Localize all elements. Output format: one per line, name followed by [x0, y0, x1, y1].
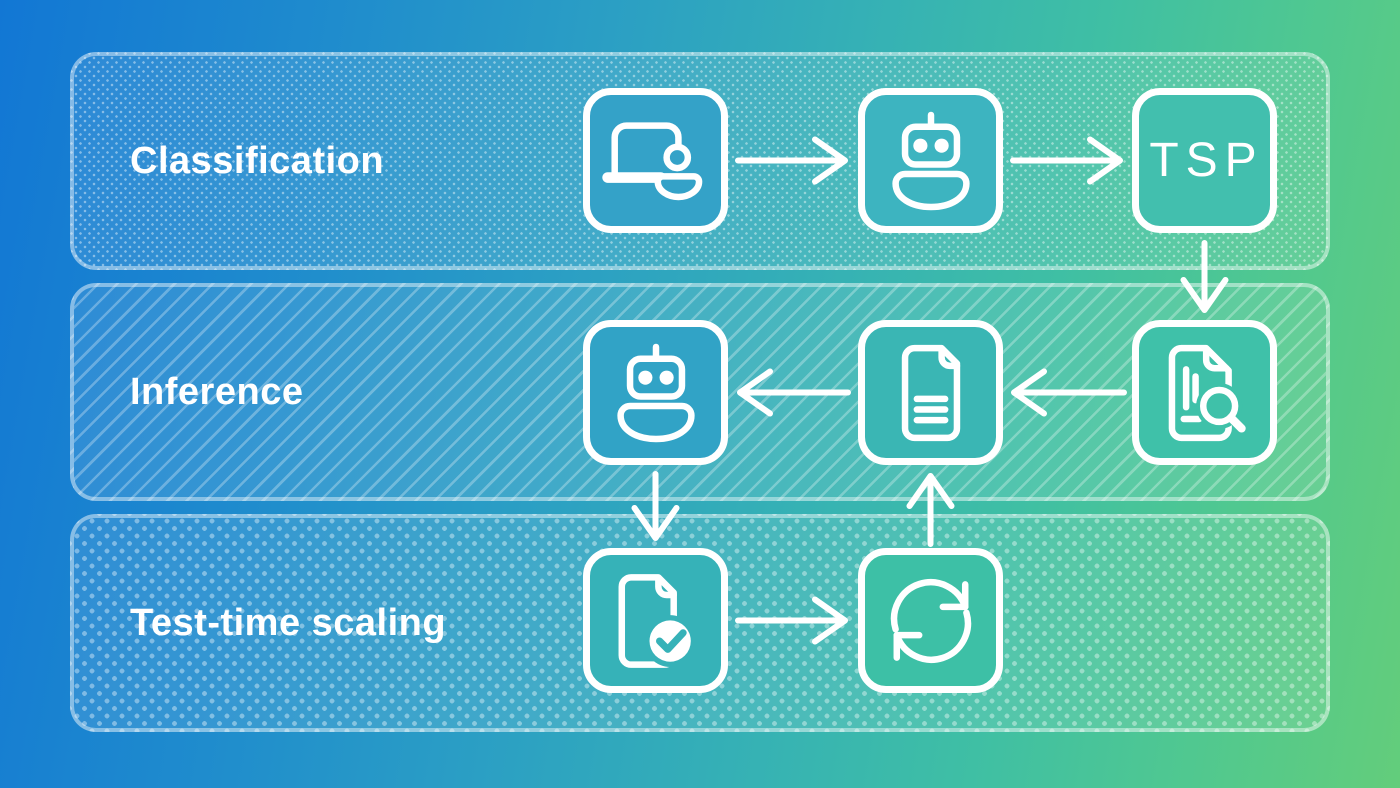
sync-node: [858, 548, 1003, 693]
document-search-node: [1132, 320, 1277, 465]
band-test-time-scaling-label: Test-time scaling: [130, 601, 447, 644]
tsp-node: TSP: [1132, 88, 1277, 233]
laptop-user-icon: [601, 121, 702, 200]
document-icon: [901, 344, 960, 441]
user-laptop-node: [583, 88, 728, 233]
tsp-label: TSP: [1149, 134, 1264, 187]
band-classification-label: Classification: [130, 139, 385, 182]
robot-classification-node: [858, 88, 1003, 233]
robot-inference-node: [583, 320, 728, 465]
document-search-icon: [1168, 344, 1246, 441]
sync-icon: [890, 578, 971, 663]
band-inference-label: Inference: [130, 370, 304, 413]
document-check-node: [583, 548, 728, 693]
document-node: [858, 320, 1003, 465]
robot-icon: [616, 343, 695, 442]
document-check-icon: [618, 573, 696, 668]
robot-icon: [891, 111, 970, 210]
